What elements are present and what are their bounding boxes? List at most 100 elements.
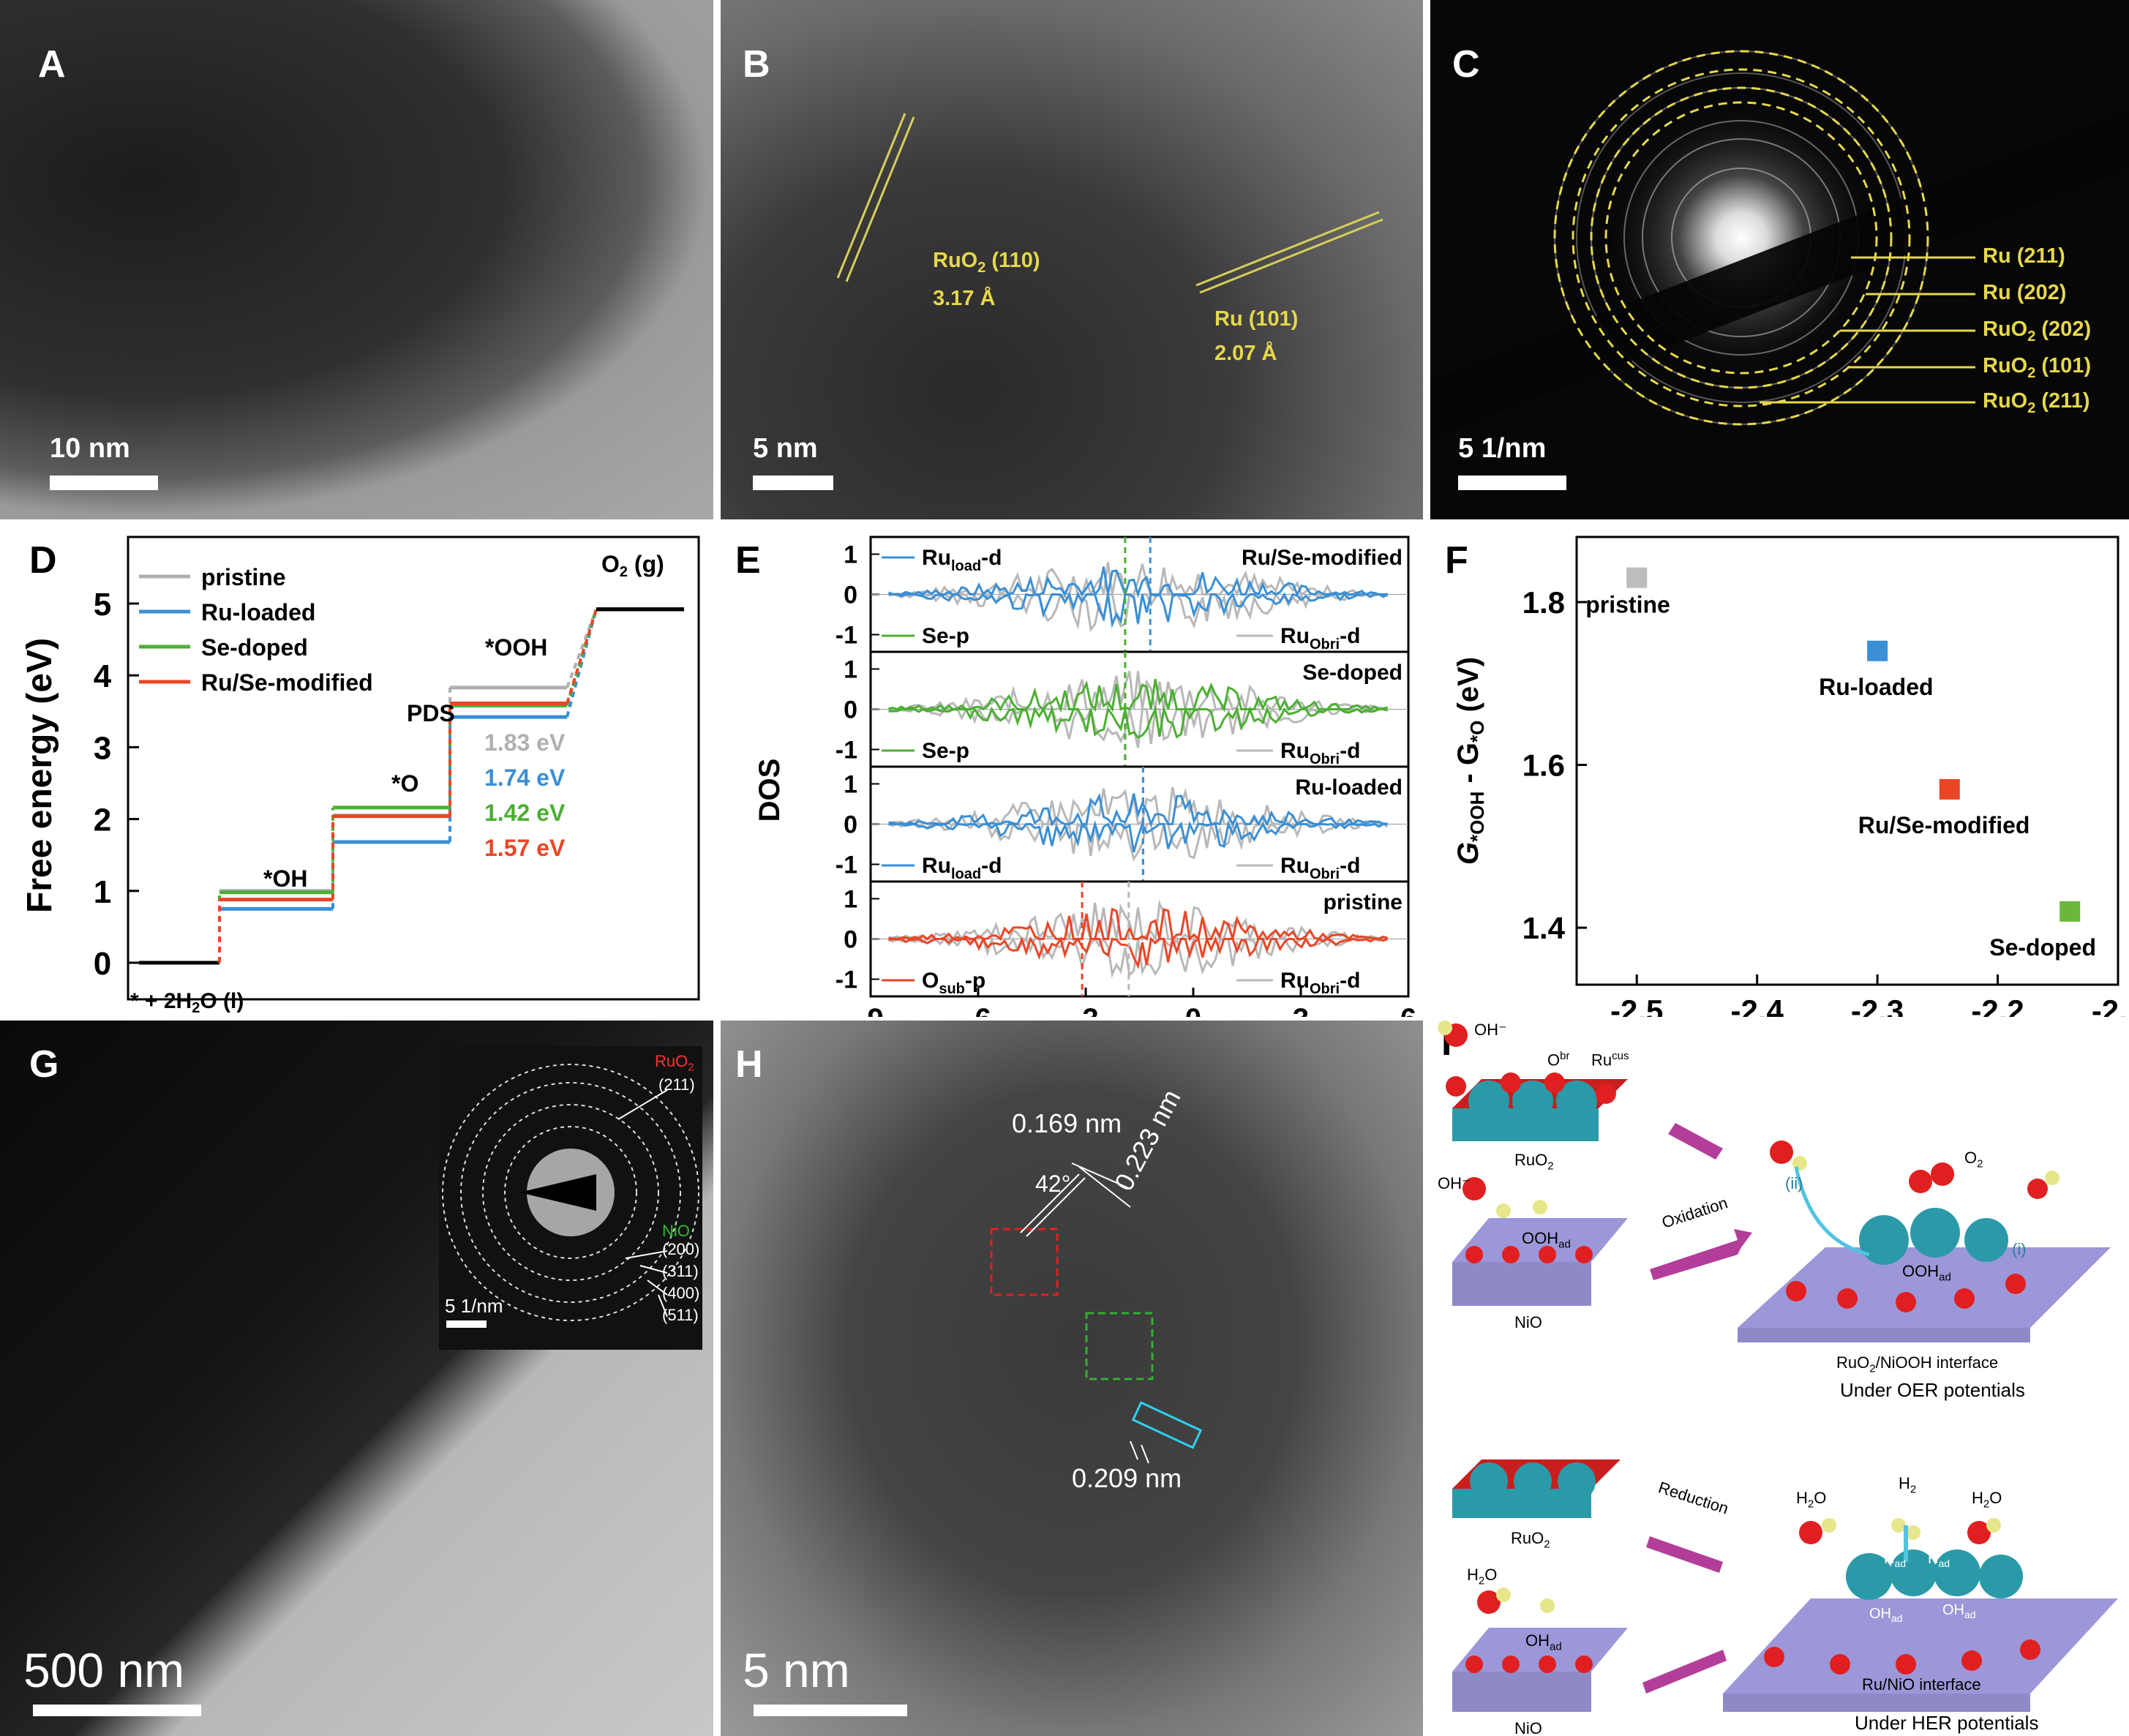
i-her-title: Under HER potentials xyxy=(1855,1712,2039,1734)
panel-f-xtick-label: -2.2 xyxy=(1971,993,2024,1017)
pds-se-doped: 1.42 eV xyxy=(484,800,566,826)
panel-e-ytick-label: -1 xyxy=(836,966,857,994)
legend-pristine: pristine xyxy=(201,564,286,590)
panel-e-subplot-title-1: Se-doped xyxy=(1302,661,1403,685)
inset-hkl-200: (200) xyxy=(662,1240,700,1258)
panel-e-ytick-label: -1 xyxy=(836,622,857,650)
i-ohminus-top: OH⁻ xyxy=(1474,1021,1507,1039)
panel-f-xtick-label: -2.4 xyxy=(1730,993,1784,1017)
panel-d-ytick-label: 4 xyxy=(94,658,112,694)
legend-ru-se-modified: Ru/Se-modified xyxy=(201,669,373,696)
panel-f-scatter-chart: F -2.5-2.4-2.3-2.2-2.11.41.61.8 pristine… xyxy=(1430,527,2129,1017)
panel-f-point-pristine xyxy=(1626,567,1648,588)
panel-b-label: B xyxy=(743,43,770,86)
i-h2o-right1: H2O xyxy=(1796,1489,1827,1511)
panel-c-ring-4-text: RuO xyxy=(1983,354,2028,377)
panel-a-label: A xyxy=(38,43,66,86)
panel-b-scale-text: 5 nm xyxy=(753,433,818,464)
panel-f-point-label-ru-se-modified: Ru/Se-modified xyxy=(1858,812,2030,838)
i-had-2: Had xyxy=(1928,1551,1950,1569)
panel-e-ytick-label: -1 xyxy=(836,737,857,764)
panel-g-scale-text: 500 nm xyxy=(23,1643,185,1697)
i-step-ii: (ii) xyxy=(1785,1174,1803,1192)
i-rucus-label: Rucus xyxy=(1591,1050,1629,1070)
i-oohad-left: OOHad xyxy=(1522,1229,1571,1251)
panel-b-ruo2-sub: 2 xyxy=(977,259,986,276)
step-label-o2: O2 (g) xyxy=(601,551,664,580)
panel-f-point-label-ru-loaded: Ru-loaded xyxy=(1819,674,1933,700)
panel-c-rings xyxy=(1430,50,2129,439)
panel-g-inset-rings xyxy=(442,1064,699,1321)
panel-e-ruobri-curve-2-up xyxy=(888,786,1388,828)
panel-e-legend-ruobri-1: RuObri-d xyxy=(1280,739,1360,767)
panel-e-xtick-label: 3 xyxy=(1293,1003,1309,1017)
panel-f-frame xyxy=(1575,536,2119,986)
panel-b-ru-spacing: 2.07 Å xyxy=(1214,342,1277,365)
panel-e-ruobri-curve-3-up xyxy=(888,899,1388,944)
panel-e-main-curve-2-up xyxy=(888,792,1388,827)
panel-c-ring-5-sub: 2 xyxy=(2027,399,2036,416)
panel-c-ring-2: Ru (202) xyxy=(1983,281,2066,305)
i-nio-bottom: NiO xyxy=(1514,1719,1542,1736)
panel-e-subplot-title-3: pristine xyxy=(1323,890,1403,914)
panel-d-connector-se-doped-3 xyxy=(566,609,598,707)
panel-c-label: C xyxy=(1452,43,1480,86)
step-label-oh: *OH xyxy=(263,865,307,892)
panel-d-ytick-label: 1 xyxy=(94,874,111,910)
panel-d-ytick-label: 3 xyxy=(94,730,111,766)
panel-e-main-curve-0-down xyxy=(888,591,1389,628)
h-angle-42: 42° xyxy=(1035,1171,1071,1197)
panel-c-ring-5-text: RuO xyxy=(1983,389,2028,413)
panel-f-ytick-label: 1.8 xyxy=(1522,585,1565,620)
panel-i-schematic: I xyxy=(1430,1021,2129,1736)
panel-c-scale-text: 5 1/nm xyxy=(1458,433,1547,464)
panel-e-ytick-label: 1 xyxy=(844,656,857,684)
i-ruo2-top: RuO2 xyxy=(1514,1151,1554,1173)
pds-pristine: 1.83 eV xyxy=(484,729,566,756)
i-ohminus-mid: OH⁻ xyxy=(1438,1174,1471,1192)
i-nio-top: NiO xyxy=(1514,1313,1542,1331)
h-spacing-0209: 0.209 nm xyxy=(1072,1463,1182,1493)
panel-g-scale-bar xyxy=(33,1705,201,1716)
panel-f-point-ru-loaded xyxy=(1867,640,1888,661)
panel-h-label: H xyxy=(735,1043,763,1086)
panel-c-ring-5-hkl: (211) xyxy=(2035,389,2090,413)
panel-c-ring-5: RuO2 (211) xyxy=(1983,389,2090,417)
panel-a-scale-bar xyxy=(50,476,158,490)
i-h2-label: H2 xyxy=(1899,1474,1917,1496)
panel-e-legend-bot-2: Ruload-d xyxy=(922,854,1002,882)
panel-c-ring-3-sub: 2 xyxy=(2027,328,2036,345)
panel-g-tem-image: G RuO2 (211) NiO (200) (311) (400) (511)… xyxy=(0,1021,713,1736)
panel-e-ytick-label: 0 xyxy=(844,811,857,839)
i-had-1: Had xyxy=(1884,1551,1907,1569)
panel-d-ytick-label: 2 xyxy=(94,803,111,838)
panel-e-legend-ruobri-0: RuObri-d xyxy=(1280,624,1360,653)
legend-ru-loaded: Ru-loaded xyxy=(201,599,315,625)
pds-ru-loaded: 1.74 eV xyxy=(484,764,566,791)
step-label-ooh: *OOH xyxy=(485,634,547,661)
panel-f-ylabel: G*OOH - G*O (eV) xyxy=(1452,657,1488,865)
panel-e-main-curve-0-up xyxy=(888,566,1388,598)
panel-e-ytick-label: 0 xyxy=(844,582,857,609)
panel-g-label: G xyxy=(29,1043,59,1086)
panel-f-xtick-label: -2.3 xyxy=(1851,993,1904,1017)
panel-b-ru-annotation: Ru (101) 2.07 Å xyxy=(1214,307,1298,366)
step-label-start: * + 2H2O (l) xyxy=(130,989,244,1016)
panel-f-point-label-pristine: pristine xyxy=(1585,592,1670,618)
panel-e-ytick-label: 1 xyxy=(844,541,857,569)
legend-se-doped: Se-doped xyxy=(201,634,308,661)
panel-b-lattice-lines xyxy=(836,113,1383,294)
inset-scale-bar xyxy=(446,1320,487,1328)
panel-c-ring-3-hkl: (202) xyxy=(2035,317,2092,341)
inset-hkl-400: (400) xyxy=(662,1284,700,1302)
panel-e-xtick-label: -6 xyxy=(965,1003,991,1017)
panel-d-legend: pristine Ru-loaded Se-doped Ru/Se-modifi… xyxy=(139,564,373,696)
panel-c-ring-4-sub: 2 xyxy=(2027,364,2036,381)
panel-e-main-curve-3-up xyxy=(888,907,1389,942)
panel-b-ruo2-text: RuO xyxy=(933,249,978,272)
panel-e-ruobri-curve-2-down xyxy=(888,819,1389,862)
panel-c-ring-3-text: RuO xyxy=(1983,317,2028,341)
